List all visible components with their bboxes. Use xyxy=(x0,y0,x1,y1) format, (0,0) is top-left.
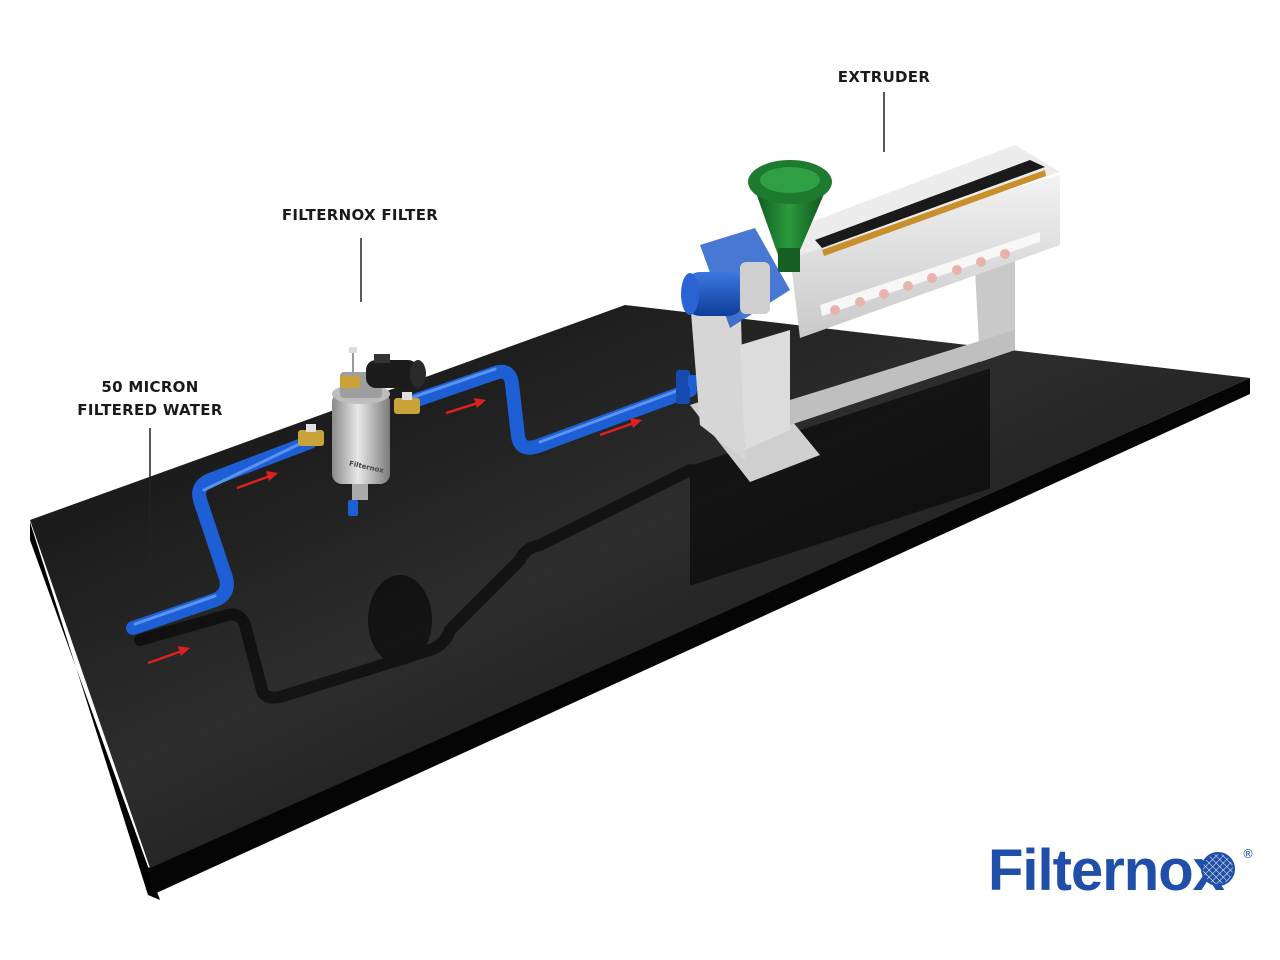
barrel-screw-strip xyxy=(822,170,1046,256)
logo-wordmark: Filternox xyxy=(988,838,1225,903)
callout-water-label-line2: FILTERED WATER xyxy=(77,401,223,419)
barrel-top-slot xyxy=(815,160,1045,248)
antenna-tip xyxy=(349,347,357,353)
motor-body xyxy=(684,272,744,316)
extruder-frame-leg-front xyxy=(740,330,790,450)
pipe-reflection xyxy=(134,464,696,704)
flow-arrows xyxy=(147,398,642,665)
filternox-filter: Filternox xyxy=(298,347,426,516)
filter-reflection xyxy=(368,575,432,665)
motor-end-cap xyxy=(410,360,426,388)
water-pipe xyxy=(126,364,697,635)
callout-extruder: EXTRUDER xyxy=(838,68,931,152)
extruder-pedestal xyxy=(690,283,745,460)
motor-terminal xyxy=(374,354,390,363)
filter-motor xyxy=(366,360,418,388)
callout-water: 50 MICRON FILTERED WATER xyxy=(77,378,223,565)
water-pipe-highlight xyxy=(133,367,692,626)
filter-drain xyxy=(352,484,368,500)
valve-icon xyxy=(394,392,420,414)
hopper-neck xyxy=(778,248,800,272)
drain-valve xyxy=(348,500,358,516)
hopper-top-inner xyxy=(760,167,820,193)
pipe-flange xyxy=(676,370,690,404)
valve-icon xyxy=(340,376,360,388)
hopper xyxy=(748,160,832,272)
heater-bands xyxy=(830,249,1010,315)
callout-water-label-line1: 50 MICRON xyxy=(101,378,198,396)
valve-icon xyxy=(298,424,324,446)
flow-arrow-icon xyxy=(236,471,278,490)
extruder-frame-bottom xyxy=(790,330,1015,425)
callout-filter: FILTERNOX FILTER xyxy=(282,206,438,302)
logo-registered-mark: ® xyxy=(1242,847,1254,861)
platform-top xyxy=(30,305,1250,868)
flow-arrow-icon xyxy=(147,646,190,665)
extruder-reflection xyxy=(690,368,990,586)
callouts: EXTRUDER FILTERNOX FILTER 50 MICRON FILT… xyxy=(77,68,930,565)
filternox-logo: Filternox ® xyxy=(988,838,1254,903)
reflections xyxy=(134,368,990,704)
callout-filter-label: FILTERNOX FILTER xyxy=(282,206,438,224)
mesh-ball-icon xyxy=(1201,852,1235,886)
gearbox xyxy=(740,262,770,314)
platform-side-bottom xyxy=(148,378,1250,895)
callout-extruder-label: EXTRUDER xyxy=(838,68,931,86)
extruder xyxy=(681,145,1060,482)
flow-arrow-icon xyxy=(445,398,486,415)
drive-motor xyxy=(681,228,790,328)
flow-arrow-icon xyxy=(599,418,642,437)
filter-housing xyxy=(332,392,390,484)
motor-end xyxy=(681,273,699,315)
